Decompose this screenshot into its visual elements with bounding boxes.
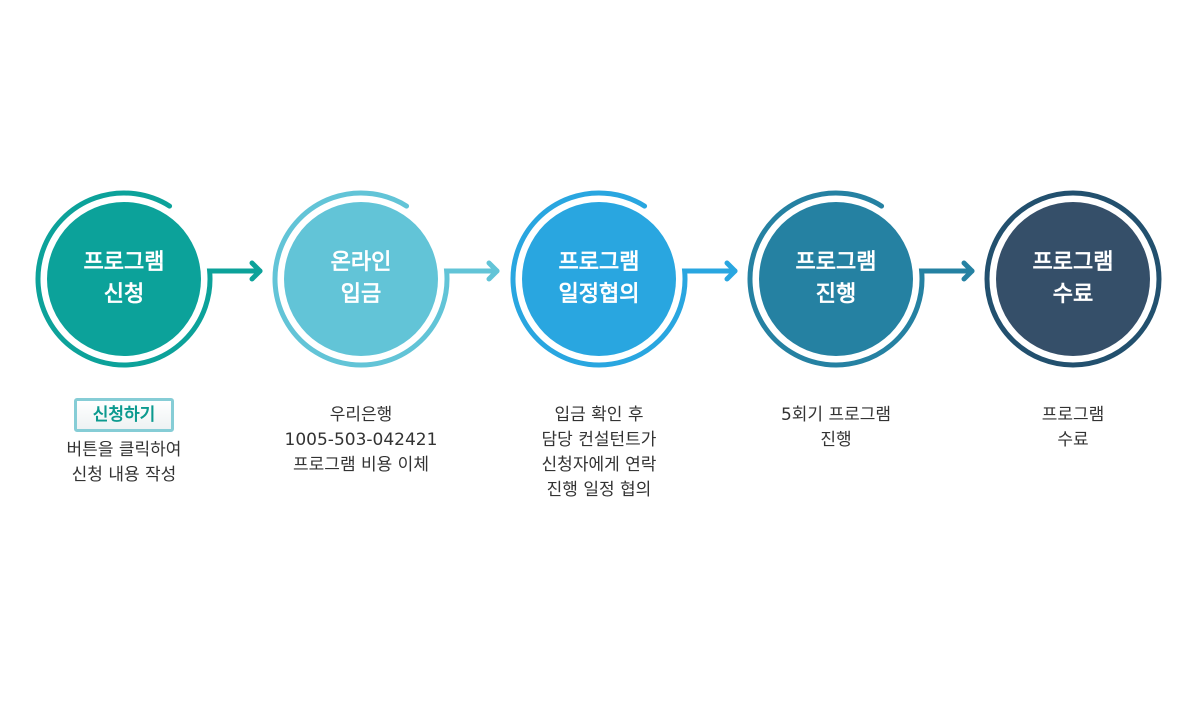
description-line: 버튼을 클릭하여 — [66, 440, 182, 460]
description-line: 프로그램 — [1041, 405, 1105, 425]
description-line: 5회기 프로그램 — [780, 405, 892, 425]
description-line: 신청자에게 연락 — [541, 455, 657, 475]
ring-connector — [747, 190, 975, 368]
step-title-line: 일정협의 — [558, 282, 640, 307]
apply-button[interactable]: 신청하기 — [73, 398, 175, 432]
description-line: 입금 확인 후 — [554, 405, 644, 425]
description-line: 신청 내용 작성 — [71, 465, 177, 485]
description-line: 우리은행 — [329, 405, 393, 425]
step-title-line: 진행 — [815, 282, 857, 307]
step-title-line: 프로그램 — [83, 250, 165, 275]
step-fill — [284, 202, 438, 356]
description-line: 담당 컨설턴트가 — [541, 430, 657, 450]
step-fill — [47, 202, 201, 356]
ring-connector — [510, 190, 738, 368]
step-fill — [759, 202, 913, 356]
ring — [984, 190, 1162, 368]
step-title-line: 프로그램 — [1032, 250, 1114, 275]
step-title-line: 온라인 — [330, 250, 392, 275]
description-line: 프로그램 비용 이체 — [293, 455, 429, 475]
arrow-right-icon — [724, 260, 738, 282]
step-fill — [522, 202, 676, 356]
description-line: 진행 — [820, 430, 852, 450]
step-2-circle — [272, 190, 500, 368]
step-1-circle — [35, 190, 263, 368]
step-title-line: 신청 — [103, 282, 145, 307]
arrow-right-icon — [961, 260, 975, 282]
step-fill — [996, 202, 1150, 356]
ring-connector — [35, 190, 263, 368]
step-3-circle — [510, 190, 738, 368]
step-5-circle — [984, 190, 1162, 368]
description-line: 수료 — [1057, 430, 1089, 450]
arrow-right-icon — [486, 260, 500, 282]
description-line: 1005-503-042421 — [284, 430, 438, 450]
step-description: 우리은행 1005-503-042421 프로그램 비용 이체 — [251, 403, 471, 478]
step-4-circle — [747, 190, 975, 368]
description-line: 진행 일정 협의 — [546, 480, 652, 500]
arrow-right-icon — [249, 260, 263, 282]
ring-connector — [272, 190, 500, 368]
step-title-line: 프로그램 — [558, 250, 640, 275]
step-title-line: 프로그램 — [795, 250, 877, 275]
step-title-line: 입금 — [340, 282, 382, 307]
step-title-line: 수료 — [1052, 282, 1094, 307]
